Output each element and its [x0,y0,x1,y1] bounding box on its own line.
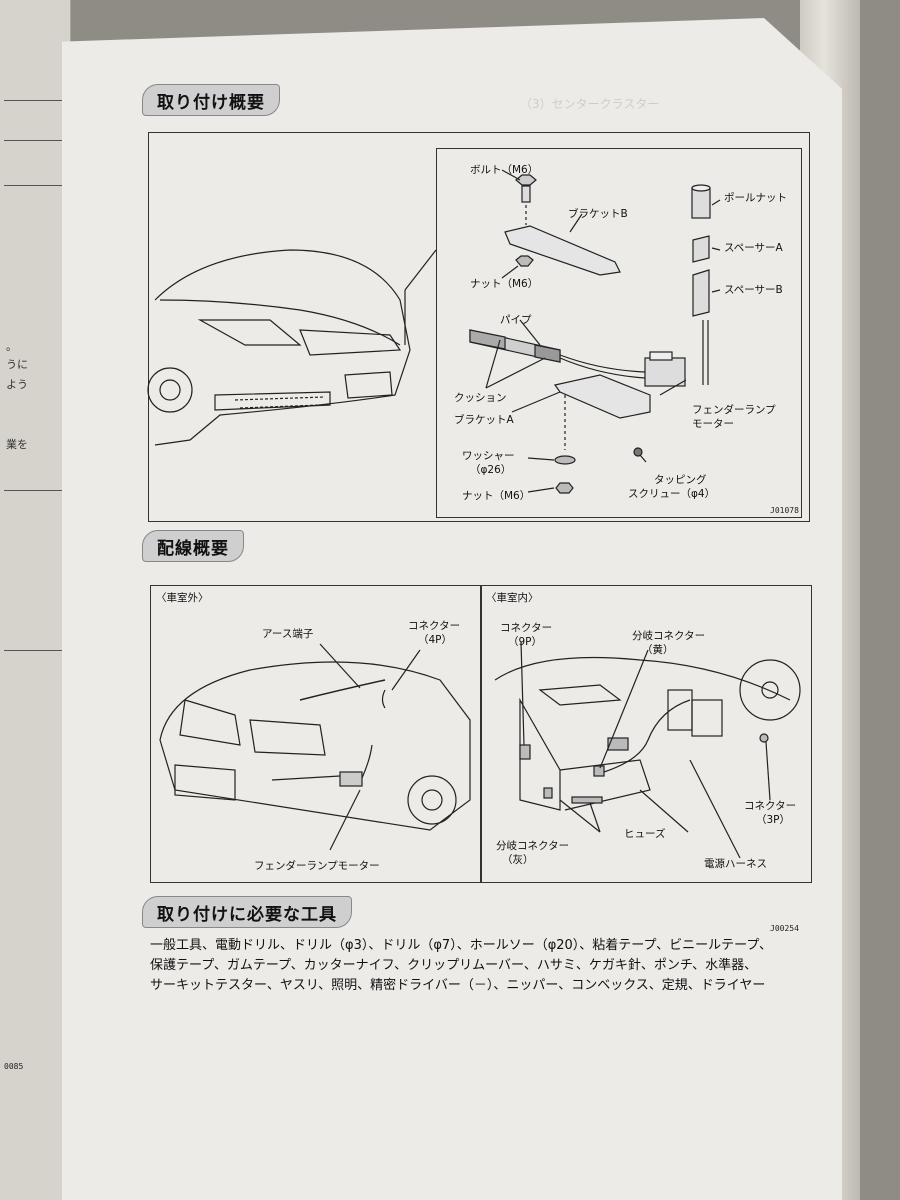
interior-wiring-panel [480,585,812,883]
tools-line-1: 一般工具、電動ドリル、ドリル（φ3）、ドリル（φ7）、ホールソー（φ20）、粘着… [150,938,772,953]
fragment-text: うに [6,358,28,371]
label-fender-lamp: フェンダーランプ [692,404,776,416]
label-tapping-screw: スクリュー（φ4） [628,488,716,500]
diagram-code-wiring: J00254 [770,924,799,933]
fragment-text: 。 [6,340,17,353]
label-pole-nut: ポールナット [724,192,787,204]
label-motor: モーター [692,418,734,430]
label-bracket-b: ブラケットB [568,208,628,220]
exterior-heading: 〈車室外〉 [156,592,209,604]
fragment-text: よう [6,378,28,391]
label-branch-connector-yellow: 分岐コネクター [632,630,706,642]
exploded-parts-illustration [469,169,721,494]
section-title-required-tools: 取り付けに必要な工具 [142,896,352,928]
table-rule [4,140,64,141]
underlying-page: 。 うに よう 業を 0085 [0,0,71,1200]
label-connector-9p: コネクター [500,622,553,634]
label-branch-connector-gray-color: （灰） [502,854,534,866]
interior-dashboard-illustration [494,641,801,859]
section-title-installation-overview: 取り付け概要 [142,84,280,116]
label-cushion: クッション [454,392,507,404]
table-rule [4,650,64,651]
label-pipe: パイプ [500,314,532,326]
label-bracket-a: ブラケットA [454,414,514,426]
label-fender-lamp-motor: フェンダーランプモーター [254,860,380,872]
label-nut-m6-bottom: ナット（M6） [462,490,531,502]
car-front-illustration [147,249,437,446]
table-rule [4,490,64,491]
table-rule [4,185,64,186]
tools-line-3: サーキットテスター、ヤスリ、照明、精密ドライバー（－）、ニッパー、コンベックス、… [150,978,766,993]
section-title-wiring-overview: 配線概要 [142,530,244,562]
label-washer: ワッシャー [462,450,515,462]
diagram-code-overview: J01078 [770,506,799,515]
label-spacer-a: スペーサーA [724,242,783,254]
label-connector-3p-size: （3P） [756,814,791,826]
label-connector-3p: コネクター [744,800,797,812]
label-tapping: タッピング [654,474,707,486]
tools-line-2: 保護テープ、ガムテープ、カッターナイフ、クリップリムーバー、ハサミ、ケガキ針、ポ… [150,958,758,973]
manual-page [62,18,842,1200]
label-branch-connector-yellow-color: （黄） [642,644,674,656]
parts-exploded-view-panel [436,148,802,518]
installation-overview-panel [148,132,810,522]
exterior-wiring-panel [150,585,482,883]
fragment-text: 業を [6,438,28,451]
label-ground-terminal: アース端子 [262,628,314,640]
label-fuse: ヒューズ [624,828,666,840]
interior-heading: 〈車室内〉 [486,592,539,604]
label-connector-9p-size: （9P） [508,636,543,648]
label-power-harness: 電源ハーネス [704,858,767,870]
label-connector-4p-size: （4P） [418,634,453,646]
label-spacer-b: スペーサーB [724,284,783,296]
table-rule [4,100,64,101]
label-washer-size: （φ26） [470,464,512,476]
label-bolt-m6: ボルト（M6） [470,164,539,176]
label-connector-4p: コネクター [408,620,461,632]
exterior-car-illustration [159,643,471,851]
page-code: 0085 [4,1062,24,1071]
bleed-through: （3）センタークラスター [520,97,660,111]
label-branch-connector-gray: 分岐コネクター [496,840,570,852]
label-nut-m6-top: ナット（M6） [470,278,539,290]
